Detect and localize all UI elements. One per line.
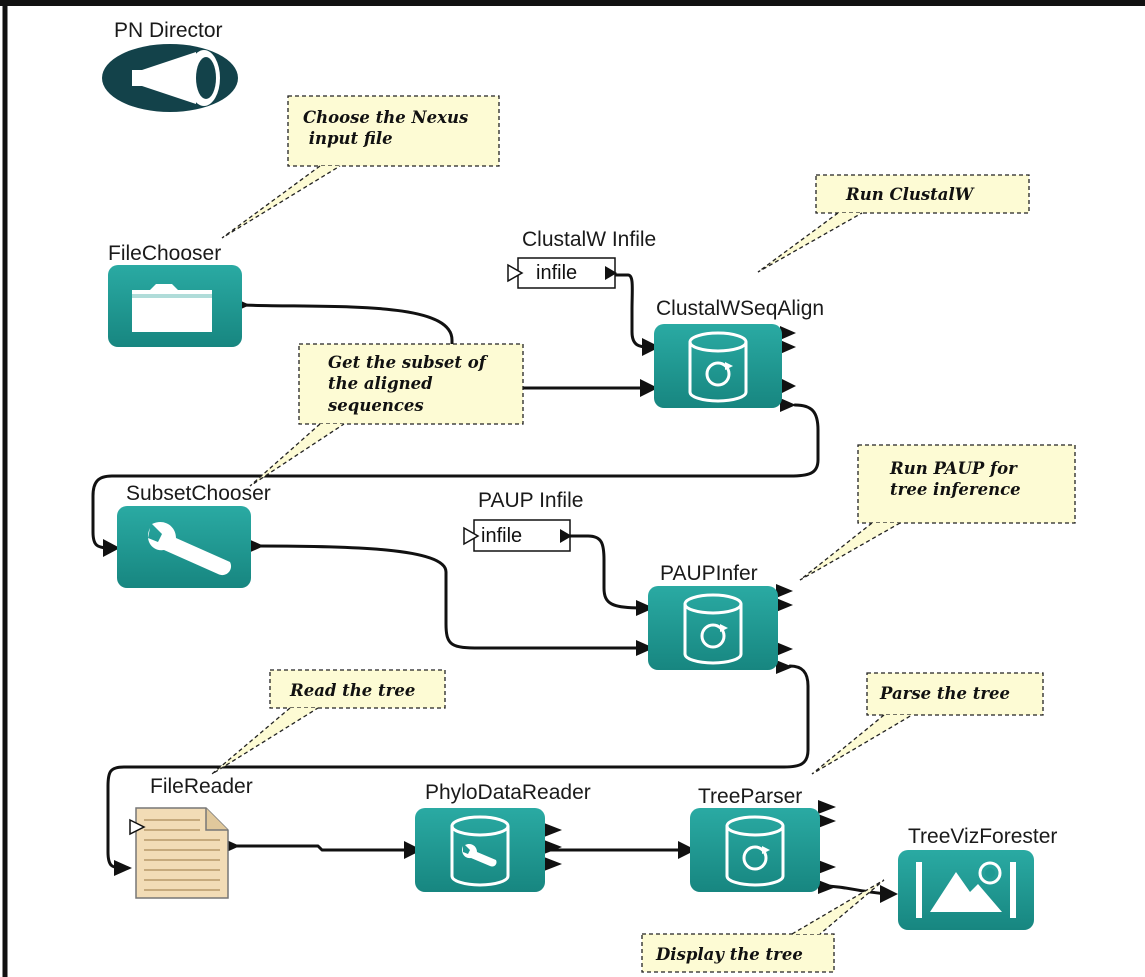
link-subsetchooser-to-paupinfer: [255, 544, 644, 650]
database-wrench-icon: [450, 815, 510, 887]
megaphone-icon: [126, 50, 220, 106]
folder-icon: [132, 284, 212, 332]
port-arrow: [780, 398, 796, 412]
port-arrow: [818, 880, 836, 894]
port-arrow: [114, 860, 132, 876]
port-arrow: [103, 539, 120, 557]
note-choose-nexus[interactable]: [221, 95, 500, 239]
pn-director[interactable]: [102, 44, 238, 112]
port-arrow: [544, 857, 562, 871]
port-arrow: [776, 598, 793, 612]
note-line: Run PAUP for: [890, 459, 1017, 478]
note-parse-tree-text: Parse the tree: [880, 683, 1010, 704]
input-port-icon: [463, 526, 480, 546]
filereader-actor[interactable]: [129, 807, 229, 899]
filereader-label: FileReader: [150, 775, 253, 798]
note-line: sequences: [328, 395, 424, 415]
database-refresh-icon: [688, 331, 748, 403]
annotation-callouts: [211, 95, 1076, 973]
port-arrow: [780, 378, 796, 394]
document-icon: [135, 807, 229, 899]
link-clustalw-to-subsetchooser: [91, 403, 820, 550]
note-line: Get the subset of: [328, 353, 486, 372]
director-label: PN Director: [114, 19, 223, 42]
treevizforester-actor[interactable]: [898, 850, 1034, 930]
wrench-icon: [147, 521, 232, 576]
port-arrow: [678, 841, 696, 859]
note-choose-nexus-text: Choose the Nexus input file: [303, 107, 468, 150]
note-line: tree inference: [890, 480, 1021, 500]
note-display-tree[interactable]: [641, 879, 885, 973]
note-display-tree-text: Display the tree: [656, 944, 803, 965]
filechooser-actor[interactable]: [108, 265, 242, 347]
note-read-tree[interactable]: [211, 669, 446, 775]
clustalwseqalign-label: ClustalWSeqAlign: [656, 297, 825, 320]
paup-infile-label: PAUP Infile: [478, 489, 584, 512]
note-get-subset[interactable]: [249, 343, 524, 487]
port-arrow: [776, 584, 793, 598]
filechooser-label: FileChooser: [108, 242, 222, 265]
paup-infile-param[interactable]: [463, 519, 572, 552]
note-line: Run ClustalW: [846, 185, 974, 204]
paup-infile-port-label: infile: [481, 525, 523, 547]
clustalw-infile-param[interactable]: [507, 257, 617, 289]
note-run-paup-text: Run PAUP for tree inference: [890, 458, 1021, 501]
image-viewer-icon: [916, 861, 1016, 918]
treeparser-label: TreeParser: [698, 785, 803, 808]
database-refresh-icon: [725, 815, 785, 887]
port-arrow: [642, 338, 660, 356]
clustalw-infile-label: ClustalW Infile: [522, 228, 657, 251]
treeparser-actor[interactable]: [690, 808, 820, 892]
note-line: the aligned: [328, 374, 433, 394]
note-line: Read the tree: [290, 681, 416, 700]
port-arrow: [818, 800, 836, 814]
note-parse-tree[interactable]: [811, 672, 1044, 775]
port-arrow: [776, 660, 793, 674]
note-run-clustalw-text: Run ClustalW: [846, 184, 973, 205]
port-arrow: [818, 814, 836, 828]
note-line: Parse the tree: [880, 684, 1011, 703]
note-run-clustalw[interactable]: [757, 174, 1030, 273]
port-arrow: [404, 841, 422, 859]
port-arrow: [636, 600, 654, 616]
link-clustalw-infile-to-align: [613, 273, 650, 349]
clustalwseqalign-actor[interactable]: [654, 324, 782, 408]
link-paupinfer-to-filereader: [106, 664, 810, 870]
paupinfer-actor[interactable]: [648, 586, 778, 670]
treevizforester-label: TreeVizForester: [908, 825, 1058, 848]
output-port-icon: [560, 529, 572, 543]
port-arrow: [818, 860, 836, 874]
phylodatareader-label: PhyloDataReader: [425, 781, 591, 804]
port-arrow: [544, 840, 562, 854]
note-line: input file: [303, 129, 393, 149]
port-arrow: [780, 340, 796, 354]
port-arrow: [640, 379, 658, 397]
note-read-tree-text: Read the tree: [290, 680, 415, 701]
port-arrow: [636, 640, 654, 656]
output-port-icon: [605, 266, 617, 280]
input-port-icon: [507, 263, 524, 283]
note-line: Display the tree: [656, 945, 803, 964]
link-paup-infile-to-infer: [568, 534, 644, 610]
link-filereader-to-phylodatareader: [230, 844, 412, 852]
clustalw-infile-port-label: infile: [536, 262, 578, 284]
subsetchooser-actor[interactable]: [117, 506, 251, 588]
note-get-subset-text: Get the subset of the aligned sequences: [328, 352, 486, 416]
port-arrow: [776, 642, 793, 656]
port-arrow: [780, 326, 796, 340]
database-refresh-icon: [683, 593, 743, 665]
subsetchooser-label: SubsetChooser: [126, 482, 271, 505]
note-line: Choose the Nexus: [303, 108, 469, 127]
trigger-port-icon: [129, 818, 146, 836]
phylodatareader-actor[interactable]: [415, 808, 545, 892]
port-arrow: [880, 885, 898, 903]
paupinfer-label: PAUPInfer: [660, 562, 758, 585]
port-arrow: [544, 823, 562, 837]
note-run-paup[interactable]: [799, 444, 1076, 581]
